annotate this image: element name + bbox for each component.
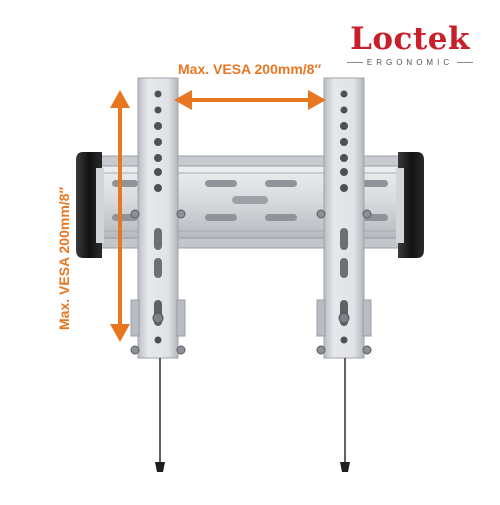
left-vertical-arm	[130, 77, 186, 359]
brand-tagline-row: ERGONOMIC	[340, 58, 480, 67]
brand-tagline: ERGONOMIC	[366, 58, 454, 67]
tagline-divider-right	[457, 62, 474, 64]
horizontal-dimension-arrow	[174, 90, 326, 110]
right-end-pad	[396, 152, 424, 258]
vertical-vesa-label: Max. VESA 200mm/8″	[56, 186, 72, 330]
left-pull-string	[155, 358, 165, 472]
right-vertical-arm	[316, 77, 372, 359]
brand-logo: Loctek ERGONOMIC	[340, 22, 480, 72]
right-pull-string	[340, 358, 350, 472]
brand-name: Loctek	[350, 21, 470, 57]
horizontal-vesa-label: Max. VESA 200mm/8″	[178, 61, 322, 77]
vertical-dimension-arrow	[110, 90, 130, 342]
tagline-divider-left	[346, 62, 363, 64]
left-end-pad	[76, 152, 104, 258]
